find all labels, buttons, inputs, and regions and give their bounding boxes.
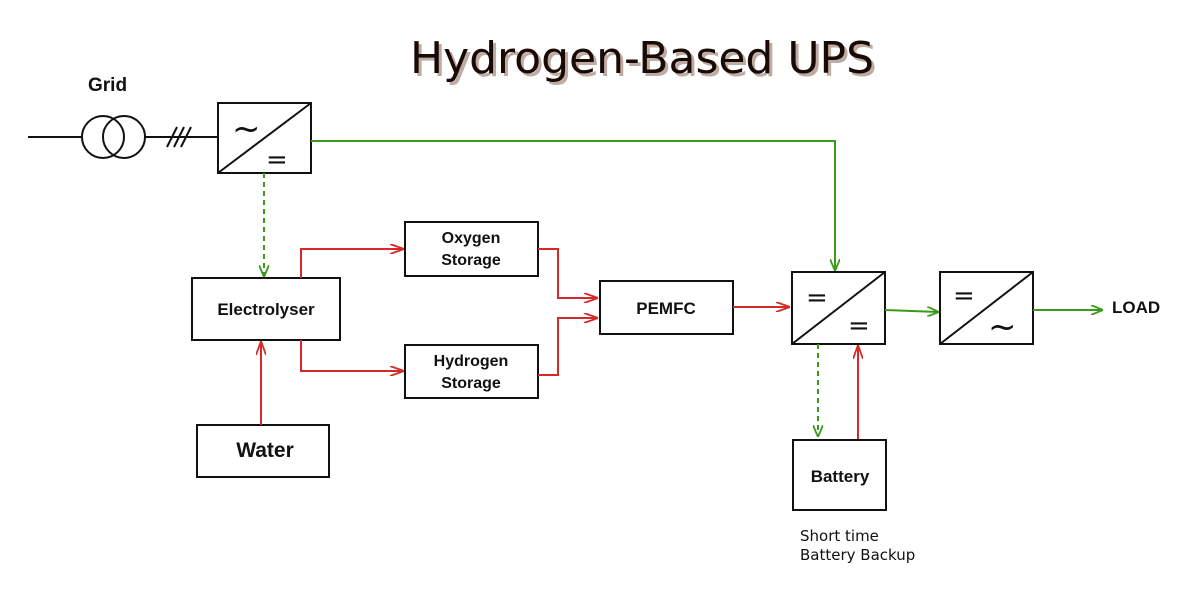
flow-electrolyser-to-oxygen: [300, 249, 403, 278]
three-phase-ticks-icon: [166, 126, 192, 148]
electrolyser-label: Electrolyser: [217, 300, 315, 319]
rectifier-dc-symbol: =: [266, 145, 288, 175]
battery-block: Battery: [792, 439, 887, 511]
page-title: Hydrogen-Based UPS Hydrogen-Based UPS: [410, 33, 877, 87]
battery-note-line2: Battery Backup: [800, 546, 915, 564]
water-block: Water: [196, 424, 330, 478]
flow-oxygen-to-pemfc: [538, 248, 597, 298]
rectifier-converter: ~ =: [217, 102, 312, 175]
title-shadow: Hydrogen-Based UPS: [413, 36, 877, 87]
inverter-converter: = ~: [939, 271, 1034, 347]
flow-electrolyser-to-hydrogen: [300, 340, 403, 371]
oxygen-label-line1: Oxygen: [442, 230, 501, 247]
inverter-diagonal: [939, 271, 1034, 345]
transformer-icon: [81, 115, 146, 159]
battery-label: Battery: [811, 467, 870, 486]
dcdc-in-symbol: =: [806, 283, 828, 313]
flow-dcdc-to-inverter: [884, 310, 938, 312]
flow-hydrogen-to-pemfc: [538, 318, 597, 376]
inverter-ac-symbol: ~: [988, 307, 1017, 347]
water-label: Water: [236, 439, 294, 462]
inverter-dc-symbol: =: [953, 281, 975, 311]
hydrogen-label-line1: Hydrogen: [434, 353, 509, 370]
oxygen-label-line2: Storage: [441, 252, 501, 269]
hydrogen-storage-block: Hydrogen Storage: [404, 344, 539, 399]
dcdc-out-symbol: =: [848, 311, 870, 341]
battery-note-line1: Short time: [800, 527, 879, 545]
oxygen-storage-block: Oxygen Storage: [404, 221, 539, 277]
rectifier-ac-symbol: ~: [232, 109, 261, 149]
hydrogen-label-line2: Storage: [441, 375, 501, 392]
pemfc-label: PEMFC: [636, 299, 696, 318]
rectifier-diagonal: [217, 102, 312, 174]
grid-label: Grid: [88, 75, 127, 96]
load-label: LOAD: [1112, 298, 1160, 317]
flow-rectifier-to-dcdc: [311, 140, 835, 270]
pemfc-block: PEMFC: [599, 280, 734, 335]
electrolyser-block: Electrolyser: [191, 277, 341, 341]
dcdc-converter: = =: [791, 271, 886, 345]
dcdc-diagonal: [791, 271, 886, 345]
title-text: Hydrogen-Based UPS: [410, 33, 874, 84]
